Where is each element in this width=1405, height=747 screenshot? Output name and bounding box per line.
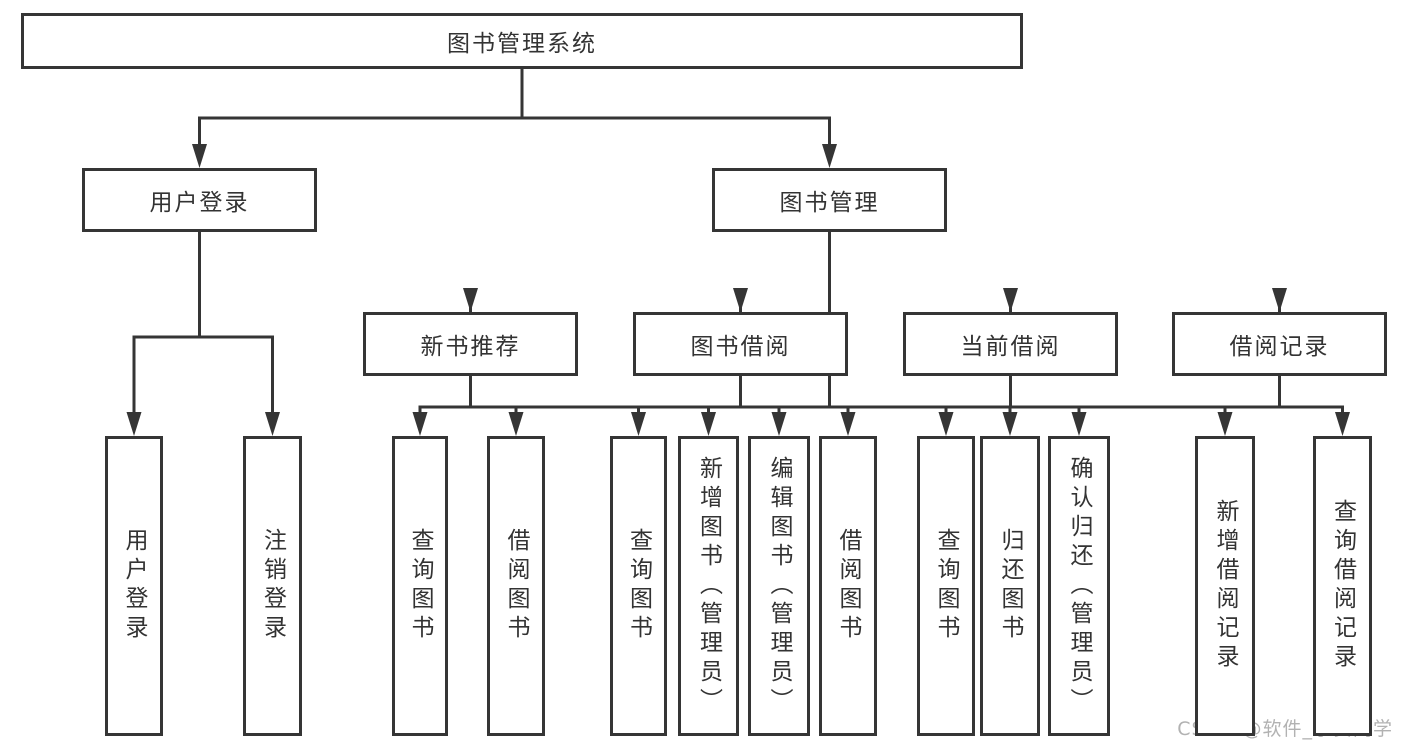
arrowhead — [1217, 412, 1233, 436]
arrowhead — [1003, 288, 1018, 312]
node-leaf-edit-books: 编辑图书（管理员） — [748, 436, 810, 736]
node-leaf-query-borrow-record: 查询借阅记录 — [1313, 436, 1372, 736]
node-current-borrowing: 当前借阅 — [903, 312, 1118, 376]
node-borrowing-records: 借阅记录 — [1172, 312, 1387, 376]
node-new-book-recommend: 新书推荐 — [363, 312, 578, 376]
arrowhead — [1272, 288, 1287, 312]
arrowhead — [701, 412, 716, 436]
arrowhead — [938, 412, 954, 436]
arrowhead — [1071, 412, 1087, 436]
arrowhead — [265, 412, 280, 436]
node-leaf-query-books-2: 查询图书 — [610, 436, 667, 736]
node-leaf-query-books-3: 查询图书 — [917, 436, 975, 736]
node-book-borrowing: 图书借阅 — [633, 312, 848, 376]
arrowhead — [771, 412, 787, 436]
arrowhead — [1335, 412, 1350, 436]
node-user-login: 用户登录 — [82, 168, 317, 232]
node-book-management: 图书管理 — [712, 168, 947, 232]
node-leaf-confirm-return: 确认归还（管理员） — [1048, 436, 1110, 736]
node-leaf-return-books: 归还图书 — [980, 436, 1040, 736]
arrowhead — [126, 412, 142, 436]
node-leaf-borrow-books-1: 借阅图书 — [487, 436, 545, 736]
node-leaf-query-books-1: 查询图书 — [392, 436, 448, 736]
arrowhead — [412, 412, 428, 436]
arrowhead — [631, 412, 646, 436]
arrowhead — [822, 144, 837, 168]
node-leaf-user-login: 用户登录 — [105, 436, 163, 736]
node-leaf-add-books: 新增图书（管理员） — [678, 436, 739, 736]
arrowhead — [840, 412, 856, 436]
arrowhead — [463, 288, 478, 312]
node-root: 图书管理系统 — [21, 13, 1023, 69]
arrowhead — [733, 288, 748, 312]
arrowhead — [192, 144, 207, 168]
arrowhead — [1002, 412, 1018, 436]
arrowhead — [508, 412, 524, 436]
node-leaf-logout: 注销登录 — [243, 436, 302, 736]
node-leaf-add-borrow-record: 新增借阅记录 — [1195, 436, 1255, 736]
node-leaf-borrow-books-2: 借阅图书 — [819, 436, 877, 736]
